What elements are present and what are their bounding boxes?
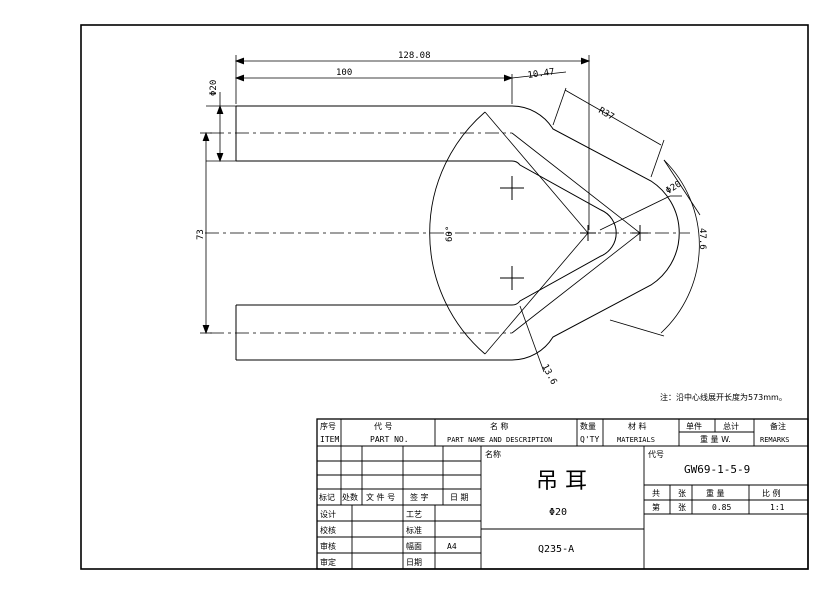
- dim-bend-angle: 60°: [445, 226, 455, 242]
- rev-count: 处数: [342, 492, 358, 502]
- angle-60-arc: [429, 111, 486, 355]
- dim-right-length: 47.6: [697, 228, 707, 250]
- dim-bar-diameter-right: Φ20: [664, 179, 683, 196]
- part-spec: Φ20: [549, 507, 567, 518]
- hdr-remarks-cn: 备注: [770, 421, 786, 431]
- hdr-qty-cn: 数量: [580, 421, 596, 431]
- dimension-texts: 128.08 100 10.47 R37 60° Φ20 Φ20 73 47.6…: [196, 51, 707, 387]
- hdr-part-no-cn: 代 号: [374, 421, 393, 431]
- centerlines: [205, 132, 690, 334]
- sheet-page-label: 第: [652, 502, 660, 512]
- dim-bend-radius: R37: [597, 106, 616, 123]
- bend-outer-contour: [511, 105, 680, 361]
- sheet-scale-label: 比 例: [762, 488, 781, 498]
- hdr-name-en: PART NAME AND DESCRIPTION: [447, 436, 552, 444]
- part-name: 吊 耳: [536, 469, 587, 494]
- role-standard: 标准: [406, 525, 422, 535]
- hdr-total-cn: 总计: [723, 421, 739, 431]
- hdr-name-cn: 名 称: [490, 421, 509, 431]
- hdr-part-no-en: PART NO.: [370, 435, 409, 444]
- sheet-weight-value: 0.85: [712, 503, 731, 512]
- sheet-scale-value: 1:1: [770, 503, 785, 512]
- sheet-weight-label: 重 量: [706, 488, 725, 498]
- role-check: 校核: [320, 525, 336, 535]
- material-value: Q235-A: [538, 544, 574, 555]
- dim-bar-diameter: Φ20: [209, 80, 219, 96]
- code-label: 代号: [648, 449, 664, 459]
- hdr-materials-en: MATERIALS: [617, 436, 655, 444]
- rev-sign: 签 字: [410, 492, 429, 502]
- role-design: 设计: [320, 509, 336, 519]
- dim-overall-length: 128.08: [398, 51, 431, 61]
- hdr-item-cn: 序号: [320, 421, 336, 431]
- drawing-code: GW69-1-5-9: [684, 463, 750, 476]
- rev-date: 日 期: [450, 493, 469, 502]
- role-review: 审核: [320, 541, 336, 551]
- title-block-text: 序号 ITEM 代 号 PART NO. 名 称 PART NAME AND D…: [319, 421, 790, 567]
- sheet-border: [80, 24, 809, 570]
- name-label: 名称: [485, 449, 501, 459]
- title-block: [316, 418, 809, 570]
- role-sheet-size-label: 幅面: [406, 541, 422, 551]
- role-process: 工艺: [406, 510, 422, 519]
- rev-mark: 标记: [319, 492, 335, 502]
- hdr-qty-en: Q'TY: [580, 435, 599, 444]
- rev-doc-no: 文 件 号: [366, 492, 395, 502]
- lifting-lug-geometry: [205, 105, 690, 361]
- hdr-remarks-en: REMARKS: [760, 436, 790, 444]
- dim-straight-length: 100: [336, 68, 352, 78]
- role-approve: 审定: [320, 557, 336, 567]
- hdr-item-en: ITEM: [320, 435, 339, 444]
- unfolded-length-note: 注：沿中心线展开长度为573mm。: [660, 392, 787, 402]
- hdr-unit-cn: 单件: [686, 421, 702, 431]
- sheet-size-value: A4: [447, 542, 457, 551]
- role-date-label: 日期: [406, 558, 422, 567]
- hdr-materials-cn: 材 料: [628, 421, 647, 431]
- hdr-weight-cn: 重 量 W.: [700, 434, 731, 444]
- dim-leg-spacing: 73: [196, 229, 206, 240]
- sheet-total-label: 共: [652, 489, 660, 498]
- sheet-page-sheets-label: 张: [678, 503, 686, 512]
- dim-small-offset: 13.6: [539, 363, 558, 387]
- sheet-sheets-label: 张: [678, 489, 686, 498]
- dim-arc-offset: 10.47: [527, 67, 555, 81]
- dimension-lines: [200, 55, 701, 373]
